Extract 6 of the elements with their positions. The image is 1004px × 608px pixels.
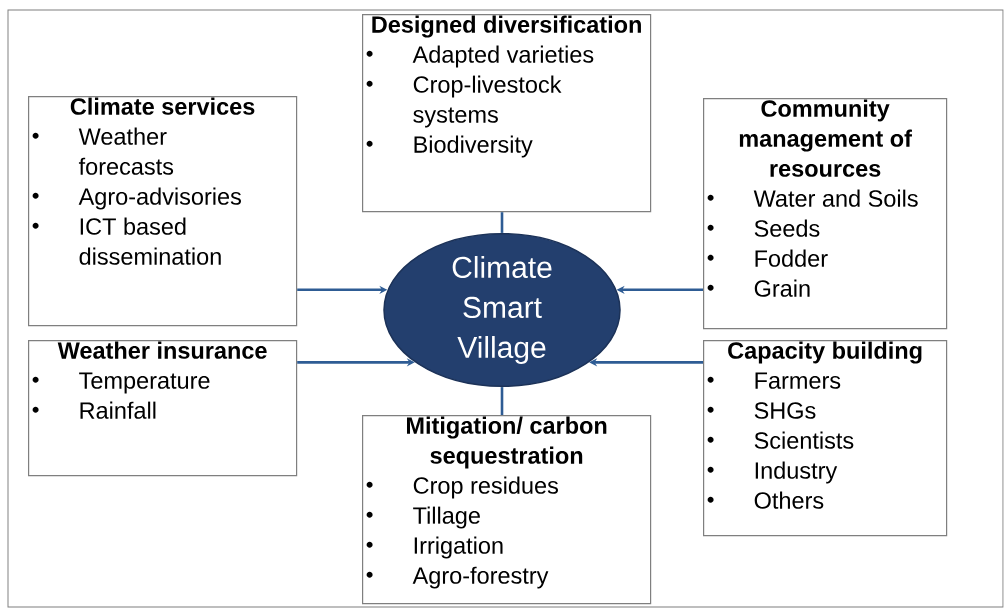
text-box: Mitigation/ carbon sequestration Crop residues Tillage Irrigation Agro-forestry bbox=[362, 415, 652, 605]
text-box: Designed diversification Adapted varieties Crop-livestock systems Biodiversity bbox=[362, 14, 652, 213]
text-box: Climate services Weather forecasts Agro-advisories ICT based dissemination bbox=[28, 96, 298, 327]
text-box: Weather insurance Temperature Rainfall bbox=[28, 340, 298, 477]
text-box: Capacity building Farmers SHGs Scientists Industry Others bbox=[703, 340, 948, 537]
text-box: Community management of resources Water and Soils Seeds Fodder Grain bbox=[703, 98, 948, 330]
